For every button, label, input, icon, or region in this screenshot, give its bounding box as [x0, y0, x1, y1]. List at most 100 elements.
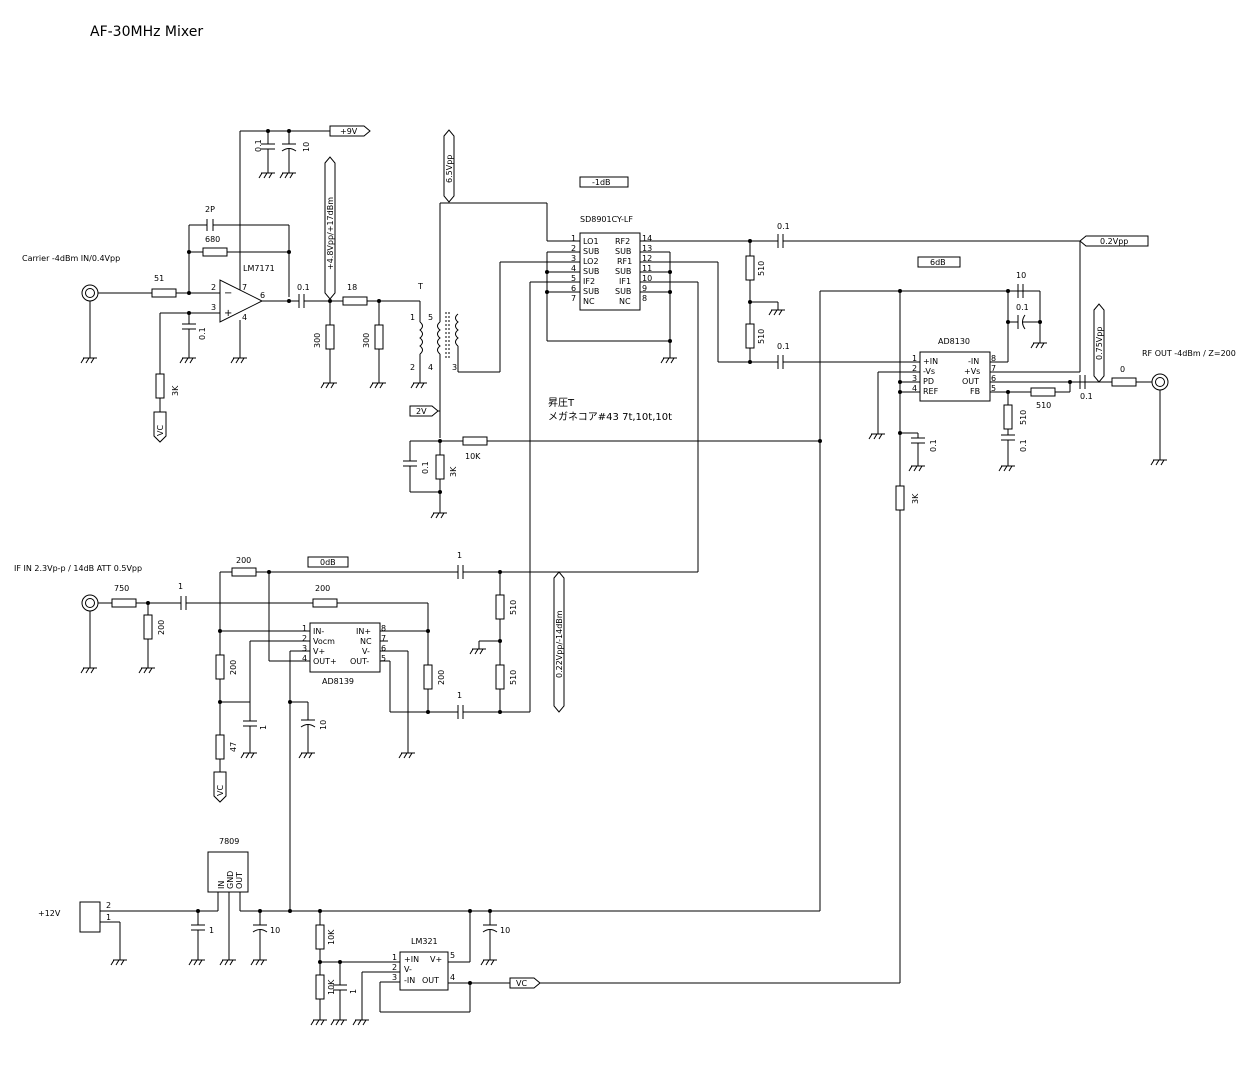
- svg-text:6: 6: [571, 284, 576, 293]
- resistor-200-c-label: 200: [236, 556, 251, 565]
- transformer-title: 昇圧T: [548, 397, 575, 409]
- svg-text:-Vs: -Vs: [923, 367, 935, 376]
- svg-text:V+: V+: [430, 955, 442, 964]
- lm7171-pin-3: 3: [211, 303, 216, 312]
- svg-text:-1dB: -1dB: [592, 178, 611, 187]
- resistor-510-d-label: 510: [1019, 410, 1028, 425]
- svg-text:2: 2: [912, 364, 917, 373]
- svg-text:9: 9: [642, 284, 647, 293]
- cap-01-a-label: 0.1: [254, 139, 263, 152]
- sd8901-label: SD8901CY-LF: [580, 215, 633, 224]
- rf-output-connector: [1150, 373, 1169, 466]
- svg-text:2: 2: [392, 963, 397, 972]
- resistor-200-e-label: 200: [437, 670, 446, 685]
- sd8901-body: [579, 232, 641, 311]
- label-0p2vpp: 0.2Vpp: [1079, 235, 1149, 247]
- lm321-body: [399, 951, 449, 991]
- resistor-300-b-label: 300: [362, 333, 371, 348]
- svg-text:IN: IN: [217, 881, 226, 889]
- svg-text:OUT: OUT: [235, 872, 244, 889]
- resistor-0: [1111, 377, 1137, 387]
- resistor-300-a: [325, 324, 335, 350]
- svg-text:2: 2: [571, 244, 576, 253]
- rf-coupling-network: 0.1 510 510 0.1 0.2Vpp: [745, 222, 1149, 373]
- svg-text:1: 1: [571, 234, 576, 243]
- resistor-3k-b-label: 3K: [449, 466, 458, 477]
- resistor-200-a-label: 200: [157, 620, 166, 635]
- resistor-10k-b: [315, 924, 325, 950]
- svg-text:SUB: SUB: [615, 267, 631, 276]
- svg-text:+IN: +IN: [923, 357, 938, 366]
- svg-text:6: 6: [381, 644, 386, 653]
- resistor-510-e: [495, 594, 505, 620]
- connector-pin-2: 2: [106, 901, 111, 910]
- svg-text:11: 11: [642, 264, 652, 273]
- cap-1-a-label: 1: [178, 582, 183, 591]
- svg-text:6dB: 6dB: [930, 258, 946, 267]
- svg-text:-IN: -IN: [404, 976, 415, 985]
- label-0db: 0dB: [307, 556, 349, 568]
- svg-text:+4.8Vpp/+17dBm: +4.8Vpp/+17dBm: [326, 197, 335, 270]
- resistor-51-label: 51: [154, 274, 164, 283]
- svg-text:5: 5: [381, 654, 386, 663]
- svg-text:IF2: IF2: [583, 277, 595, 286]
- cap-1-b-label: 1: [259, 725, 268, 730]
- cap-10-e-label: 10: [500, 926, 510, 935]
- regulator-7809-label: 7809: [219, 837, 239, 846]
- cap-01-h-label: 0.1: [1019, 439, 1028, 452]
- resistor-10k-a: [462, 436, 488, 446]
- resistor-0-label: 0: [1120, 365, 1125, 374]
- power-supply-section: +12V 2 1 1 7809 IN GND OUT 10 10K: [38, 837, 900, 1026]
- svg-text:RF2: RF2: [615, 237, 630, 246]
- svg-text:VC: VC: [156, 425, 165, 436]
- svg-text:1: 1: [302, 624, 307, 633]
- diagram-title: AF-30MHz Mixer: [90, 24, 203, 40]
- if-input-note: IF IN 2.3Vp-p / 14dB ATT 0.5Vpp: [14, 564, 142, 573]
- resistor-510-d: [1003, 404, 1013, 430]
- svg-text:SUB: SUB: [615, 247, 631, 256]
- resistor-680: [202, 247, 228, 257]
- lm321-label: LM321: [411, 937, 438, 946]
- svg-text:OUT-: OUT-: [350, 657, 369, 666]
- cap-1-f-label: 1: [349, 989, 358, 994]
- resistor-750: [111, 598, 137, 608]
- svg-text:SUB: SUB: [583, 267, 599, 276]
- vc-flag-2: VC: [213, 771, 227, 803]
- resistor-18: [342, 296, 368, 306]
- svg-text:2V: 2V: [416, 407, 427, 416]
- svg-text:10: 10: [642, 274, 652, 283]
- svg-text:REF: REF: [923, 387, 939, 396]
- svg-text:1: 1: [392, 953, 397, 962]
- lm7171-pin-6: 6: [260, 291, 265, 300]
- connector-pin-1: 1: [106, 913, 111, 922]
- resistor-750-label: 750: [114, 584, 129, 593]
- svg-text:RF1: RF1: [617, 257, 632, 266]
- svg-text:NC: NC: [619, 297, 631, 306]
- svg-text:SUB: SUB: [615, 287, 631, 296]
- svg-text:NC: NC: [360, 637, 372, 646]
- resistor-200-e: [423, 664, 433, 690]
- label-0p22vpp: 0.22Vpp/-14dBm: [553, 571, 565, 713]
- svg-text:+: +: [224, 308, 232, 319]
- resistor-10k-b-label: 10K: [327, 929, 336, 945]
- resistor-510-f: [495, 664, 505, 690]
- ad8139-label: AD8139: [322, 677, 354, 686]
- svg-text:SUB: SUB: [583, 247, 599, 256]
- svg-text:FB: FB: [970, 387, 980, 396]
- resistor-10k-c-label: 10K: [327, 979, 336, 995]
- cap-10-b-label: 10: [1016, 271, 1026, 280]
- svg-text:8: 8: [381, 624, 386, 633]
- label-6db: 6dB: [917, 256, 961, 268]
- svg-text:OUT: OUT: [962, 377, 979, 386]
- svg-text:4: 4: [302, 654, 307, 663]
- svg-text:0.2Vpp: 0.2Vpp: [1100, 237, 1128, 246]
- svg-text:12: 12: [642, 254, 652, 263]
- svg-text:Vocm: Vocm: [313, 637, 335, 646]
- svg-text:IN-: IN-: [313, 627, 324, 636]
- resistor-10k-c: [315, 974, 325, 1000]
- resistor-300-a-label: 300: [313, 333, 322, 348]
- resistor-510-f-label: 510: [509, 670, 518, 685]
- resistor-510-c: [1030, 387, 1056, 397]
- svg-text:2: 2: [302, 634, 307, 643]
- svg-text:0.22Vpp/-14dBm: 0.22Vpp/-14dBm: [555, 610, 564, 678]
